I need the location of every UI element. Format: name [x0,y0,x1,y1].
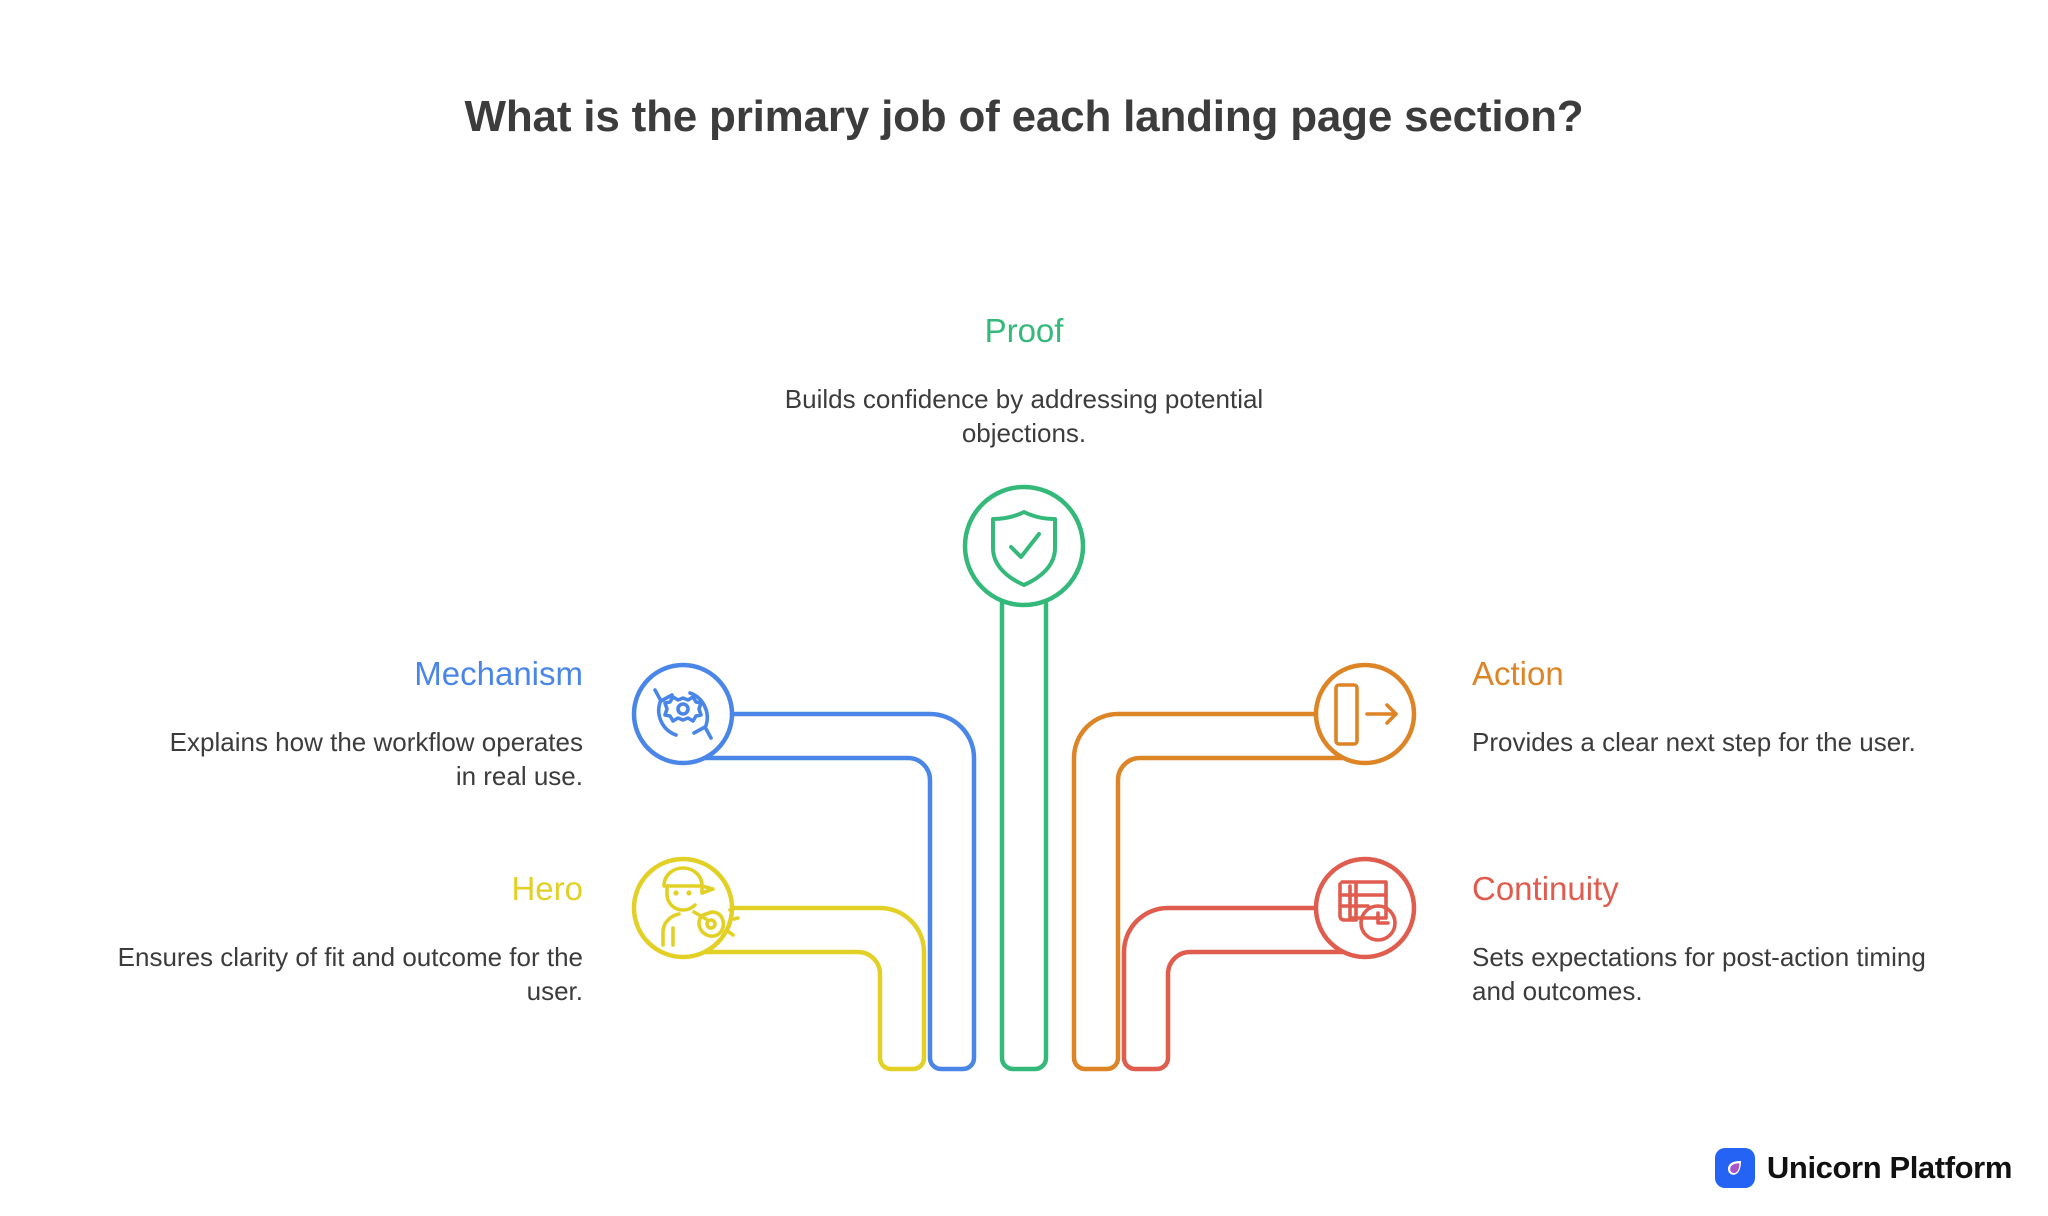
node-description-hero: Ensures clarity of fit and outcome for t… [117,942,583,1007]
node-description-mechanism: Explains how the workflow operates in re… [169,727,583,792]
leaf-drop-icon [1727,1160,1741,1175]
unicorn-platform-mark-icon [1714,1148,1755,1188]
node-action[interactable] [1313,662,1417,766]
shield-check-icon [991,510,1057,587]
action-circle[interactable] [1313,662,1417,766]
gear-refresh-icon [653,688,713,740]
hero-circle[interactable] [631,856,735,960]
node-mechanism[interactable] [631,662,735,766]
continuity-circle[interactable] [1313,856,1417,960]
node-label-proof: Proof [984,312,1064,349]
coach-whistle-icon [661,866,740,947]
proof-circle[interactable] [962,484,1086,608]
node-continuity[interactable] [1313,856,1417,960]
node-proof[interactable] [962,484,1086,608]
exit-arrow-icon [1334,683,1398,746]
node-hero[interactable] [631,856,740,960]
pipe-action [1071,711,1348,1072]
pipe-continuity [1121,905,1348,1072]
pipe-proof [999,594,1049,1072]
node-label-action: Action [1472,655,1564,692]
brand-name: Unicorn Platform [1766,1150,2012,1185]
brand-logo: Unicorn Platform [1714,1148,2012,1188]
page-title: What is the primary job of each landing … [464,92,1584,141]
node-description-action: Provides a clear next step for the user. [1472,727,1916,757]
node-label-mechanism: Mechanism [414,655,583,692]
node-label-continuity: Continuity [1472,870,1619,907]
node-description-proof: Builds confidence by addressing potentia… [784,384,1264,449]
node-label-hero: Hero [511,870,583,907]
pipe-hero [700,905,927,1072]
node-description-continuity: Sets expectations for post-action timing… [1472,942,1926,1007]
calendar-clock-icon [1338,880,1397,942]
pipe-mechanism [700,711,977,1072]
